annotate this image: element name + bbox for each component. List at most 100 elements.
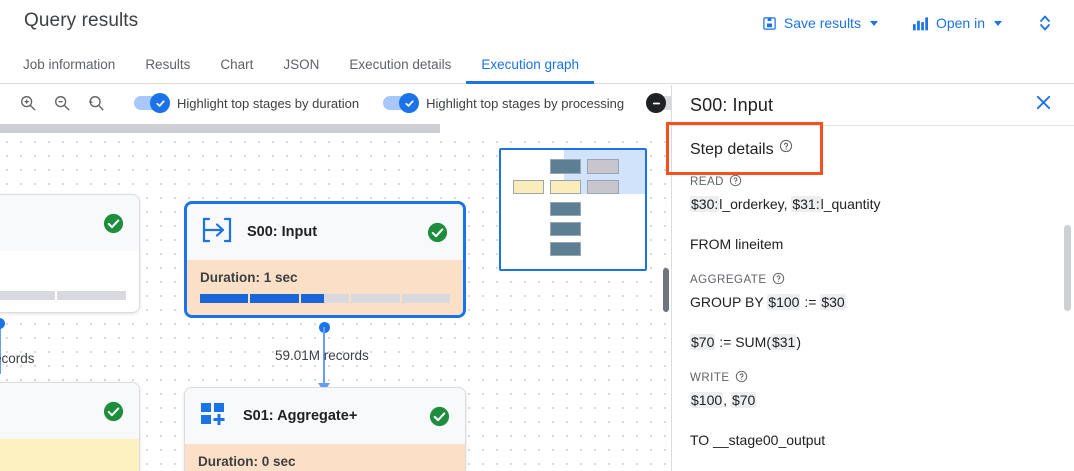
- zoom-reset-button[interactable]: [82, 89, 110, 117]
- open-in-button[interactable]: Open in: [906, 11, 1008, 35]
- help-circle-icon[interactable]: [779, 139, 793, 158]
- page-title: Query results: [24, 10, 139, 31]
- toggle-label-duration: Highlight top stages by duration: [177, 95, 360, 111]
- node-header-s00: S00: Input: [187, 204, 463, 260]
- node-progress-bar: [0, 291, 126, 300]
- progress-segment: [0, 291, 55, 300]
- node-progress-bar-s00: [200, 294, 451, 303]
- help-circle-icon[interactable]: [729, 174, 742, 190]
- node-title-s00: S00: Input: [247, 224, 318, 240]
- progress-segment: [200, 294, 249, 303]
- node-body-s01: Duration: 0 sec: [185, 444, 465, 471]
- header-actions: Save results Open in: [756, 0, 1060, 46]
- graph-node-s01[interactable]: S01: Aggregate+ Duration: 0 sec: [184, 387, 466, 471]
- toggle-knob-check-icon: [150, 93, 170, 113]
- help-circle-icon[interactable]: [735, 370, 748, 386]
- minimap-node: [513, 180, 544, 194]
- graph-node-s00[interactable]: S00: Input Duration: 1 sec: [184, 201, 466, 318]
- tab-execution-details[interactable]: Execution details: [349, 57, 452, 72]
- expand-collapse-chevron-icon: [1038, 13, 1052, 33]
- help-circle-icon[interactable]: [772, 272, 785, 288]
- save-results-label: Save results: [783, 15, 861, 31]
- close-icon: [1034, 93, 1053, 117]
- expand-collapse-button[interactable]: [1030, 9, 1060, 37]
- minimap-node: [550, 242, 581, 256]
- close-panel-button[interactable]: [1030, 92, 1056, 118]
- read-columns-line: $30:l_orderkey, $31:l_quantity: [690, 196, 881, 212]
- zoom-reset-icon: [87, 94, 105, 112]
- spacer: [690, 214, 1056, 230]
- node-body-s00: Duration: 1 sec: [187, 260, 463, 315]
- toggle-label-processing: Highlight top stages by processing: [426, 95, 625, 111]
- progress-segment: [250, 294, 299, 303]
- bar-chart-icon: [912, 16, 929, 31]
- save-disk-icon: [762, 16, 777, 31]
- toggle-knob-check-icon: [399, 93, 420, 113]
- aggregate-plus-icon: [199, 400, 229, 433]
- check-circle-icon: [102, 212, 125, 235]
- toggle-highlight-processing[interactable]: Highlight top stages by processing: [383, 93, 625, 113]
- zoom-controls: [0, 89, 110, 117]
- panel-body: Step details READ $30:l_orderkey, $31:l: [672, 126, 1074, 471]
- spacer: [690, 352, 1056, 368]
- write-columns-line: $100, $70: [690, 392, 757, 408]
- toggle-switch-on[interactable]: [134, 93, 170, 113]
- aggregate-sum-line: $70 := SUM($31): [690, 334, 802, 350]
- minimap-node: [587, 159, 619, 174]
- canvas-vscrollbar-thumb[interactable]: [663, 268, 669, 312]
- input-arrow-icon: [201, 216, 233, 249]
- execution-graph-canvas[interactable]: ecords S00: Input Duration: 1 sec: [0, 121, 666, 471]
- edge-connector: [0, 322, 1, 374]
- toggle-knob-minus-icon: [646, 93, 667, 113]
- open-in-label: Open in: [935, 15, 985, 31]
- toggle-switch-on[interactable]: [383, 93, 420, 113]
- node-duration-s00: Duration: 1 sec: [200, 270, 298, 285]
- tab-bar: Job information Results Chart JSON Execu…: [0, 46, 1074, 84]
- graph-node-partial-top[interactable]: [0, 194, 140, 313]
- chevron-down-icon: [869, 20, 878, 26]
- panel-scrollbar-thumb[interactable]: [1064, 225, 1071, 311]
- canvas-hscrollbar-thumb[interactable]: [0, 124, 440, 133]
- section-label-aggregate: AGGREGATE: [690, 272, 1056, 288]
- check-circle-icon: [102, 400, 125, 423]
- write-to-line: TO __stage00_output: [690, 432, 826, 448]
- spacer: [690, 450, 1056, 466]
- tab-json[interactable]: JSON: [283, 57, 320, 72]
- check-circle-icon: [428, 405, 451, 428]
- zoom-out-button[interactable]: [48, 89, 76, 117]
- read-from-line: FROM lineitem: [690, 236, 784, 252]
- graph-node-partial-bottom[interactable]: [0, 382, 140, 471]
- check-circle-icon: [426, 221, 449, 244]
- zoom-out-icon: [53, 94, 71, 112]
- minimap-node: [550, 159, 581, 174]
- graph-minimap[interactable]: [499, 148, 647, 271]
- progress-segment: [401, 294, 451, 303]
- edge-label-records: 59.01M records: [275, 348, 369, 363]
- progress-segment: [351, 294, 400, 303]
- toggle-highlight-duration[interactable]: Highlight top stages by duration: [134, 93, 360, 113]
- node-header: [0, 195, 139, 251]
- tab-chart[interactable]: Chart: [220, 57, 254, 72]
- panel-header: S00: Input: [672, 85, 1074, 125]
- minimap-node: [550, 222, 581, 236]
- save-results-button[interactable]: Save results: [756, 11, 884, 35]
- tab-execution-graph[interactable]: Execution graph: [466, 46, 594, 84]
- section-label-write: WRITE: [690, 370, 1056, 386]
- spacer: [690, 410, 1056, 426]
- node-body: [0, 251, 139, 312]
- edge-label-partial: ecords: [0, 351, 35, 366]
- panel-title: S00: Input: [690, 94, 774, 115]
- edge-line-s00-s01: [323, 327, 325, 387]
- tab-results[interactable]: Results: [145, 57, 191, 72]
- section-label-read: READ: [690, 174, 1056, 190]
- minimap-node: [550, 180, 581, 194]
- progress-segment: [56, 291, 126, 300]
- tab-job-information[interactable]: Job information: [23, 57, 116, 72]
- zoom-in-icon: [19, 94, 37, 112]
- zoom-in-button[interactable]: [14, 89, 42, 117]
- aggregate-groupby-line: GROUP BY $100 := $30: [690, 294, 846, 310]
- spacer: [690, 254, 1056, 270]
- node-title-s01: S01: Aggregate+: [243, 408, 358, 424]
- step-details-label: Step details: [690, 141, 774, 158]
- page-header: Query results Save results: [0, 0, 1074, 46]
